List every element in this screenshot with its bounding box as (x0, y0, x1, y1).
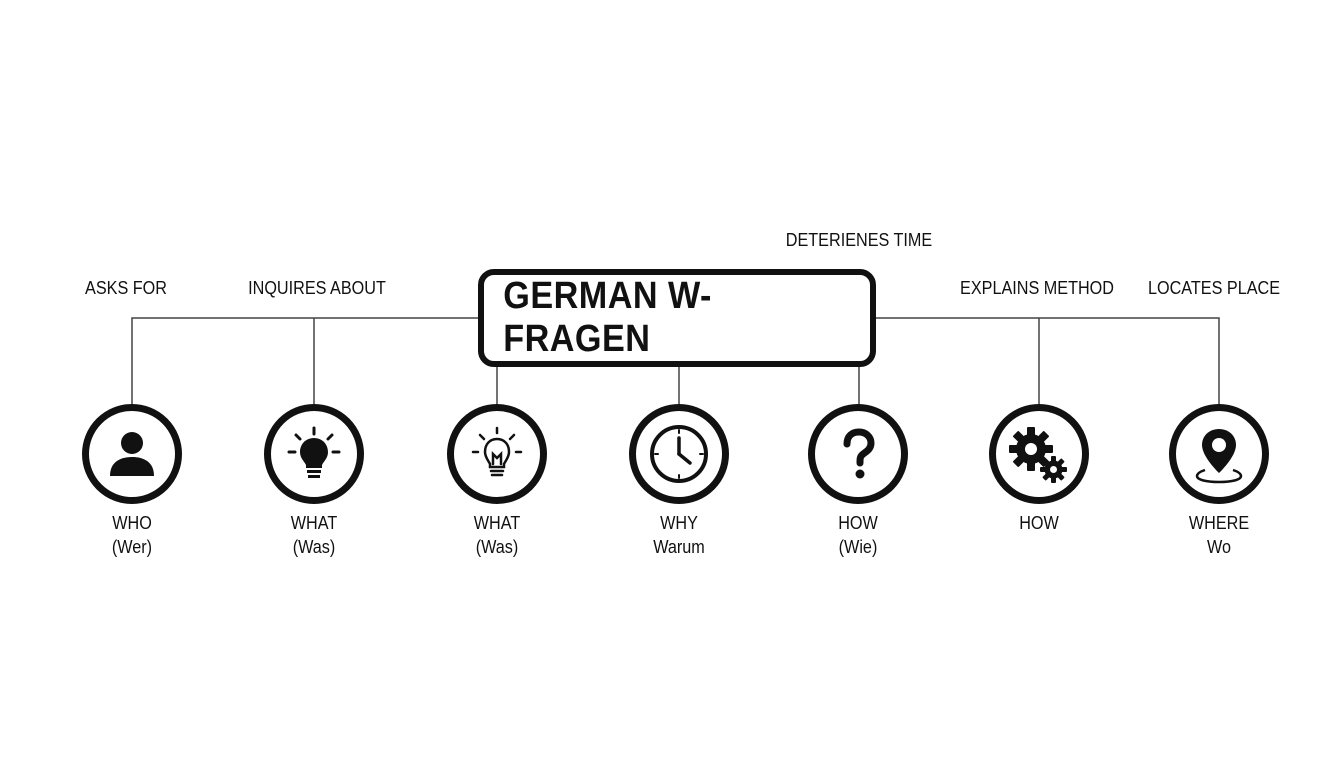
location-pin-icon (1195, 429, 1243, 484)
node-how-1 (808, 404, 908, 504)
question-german: Wo (1206, 537, 1232, 557)
clock-icon (650, 425, 708, 483)
label-locates-place: LOCATES PLACE (1147, 278, 1281, 298)
gears-icon (1009, 427, 1067, 483)
question-why: WHY Warum (619, 511, 739, 559)
question-what-1: WHAT (Was) (254, 511, 374, 559)
page-title: GERMAN W-FRAGEN (503, 275, 712, 360)
node-what-1 (264, 404, 364, 504)
question-german: (Was) (475, 537, 519, 557)
label-determines-time: DETERIENES TIME (785, 230, 933, 250)
question-english: HOW (838, 513, 878, 533)
question-english: WHAT (473, 513, 521, 533)
connector-who (131, 317, 478, 405)
question-who: WHO (Wer) (72, 511, 192, 559)
question-english: HOW (1019, 513, 1059, 533)
question-how-1: HOW (Wie) (798, 511, 918, 559)
question-german: (Was) (292, 537, 336, 557)
question-english: WHO (112, 513, 152, 533)
label-inquires-about: INQUIRES ABOUT (248, 278, 386, 298)
question-german: Warum (653, 537, 705, 557)
question-what-2: WHAT (Was) (437, 511, 557, 559)
person-icon (110, 432, 154, 476)
connector-where (876, 317, 1220, 405)
question-mark-icon (843, 428, 875, 479)
node-where (1169, 404, 1269, 504)
node-how-2 (989, 404, 1089, 504)
node-why (629, 404, 729, 504)
node-who (82, 404, 182, 504)
lightbulb-outline-icon (471, 426, 523, 477)
question-english: WHERE (1188, 513, 1250, 533)
title-box: GERMAN W-FRAGEN (478, 269, 876, 367)
node-what-2 (447, 404, 547, 504)
question-german: (Wie) (838, 537, 878, 557)
question-where: WHERE Wo (1159, 511, 1279, 559)
question-english: WHAT (290, 513, 338, 533)
question-how-2: HOW (979, 511, 1099, 535)
label-asks-for: ASKS FOR (85, 278, 167, 298)
question-german: (Wer) (111, 537, 153, 557)
question-english: WHY (660, 513, 698, 533)
lightbulb-filled-icon (287, 426, 341, 478)
label-explains-method: EXPLAINS METHOD (960, 278, 1114, 298)
